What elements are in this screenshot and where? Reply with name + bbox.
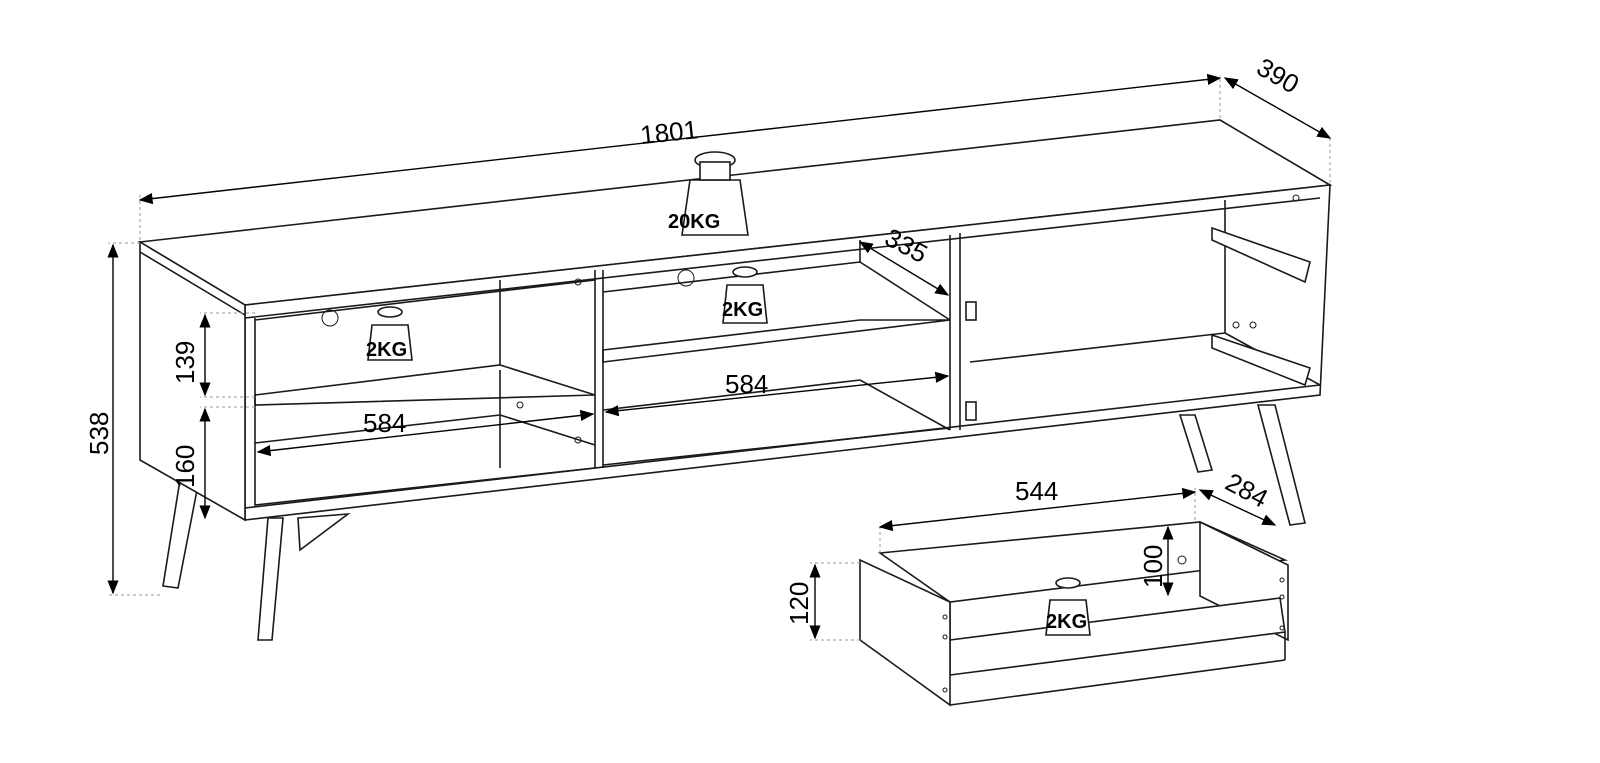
load-label-top: 20KG [668, 211, 720, 233]
dimension-drawer-width: 544 [1015, 476, 1058, 506]
dimension-drawer-inner-height: 100 [1138, 545, 1168, 588]
drawer-slide-top [1211, 226, 1311, 284]
dimension-bottom-gap: 160 [170, 445, 200, 488]
dimension-shelf-gap: 139 [170, 341, 200, 384]
dimension-drawer-depth: 284 [1221, 467, 1273, 514]
dimension-depth: 390 [1252, 52, 1305, 100]
dimension-width: 1801 [639, 114, 700, 150]
drawer-slide-bottom [1211, 333, 1311, 387]
weight-middle-shelf: 2KG [722, 266, 768, 324]
load-label-left: 2KG [366, 339, 407, 361]
left-side [139, 240, 246, 522]
drawer [859, 520, 1289, 707]
dimension-middle-compartment: 584 [725, 369, 768, 399]
dimension-drawer-height: 120 [784, 582, 814, 625]
dimension-lines [107, 73, 1332, 641]
weight-drawer: 2KG [1045, 577, 1091, 636]
load-label-drawer: 2KG [1046, 611, 1087, 633]
load-label-middle: 2KG [722, 299, 763, 321]
dimension-height: 538 [84, 412, 114, 455]
weight-left-shelf: 2KG [366, 306, 413, 361]
dimension-left-compartment: 584 [363, 408, 406, 438]
